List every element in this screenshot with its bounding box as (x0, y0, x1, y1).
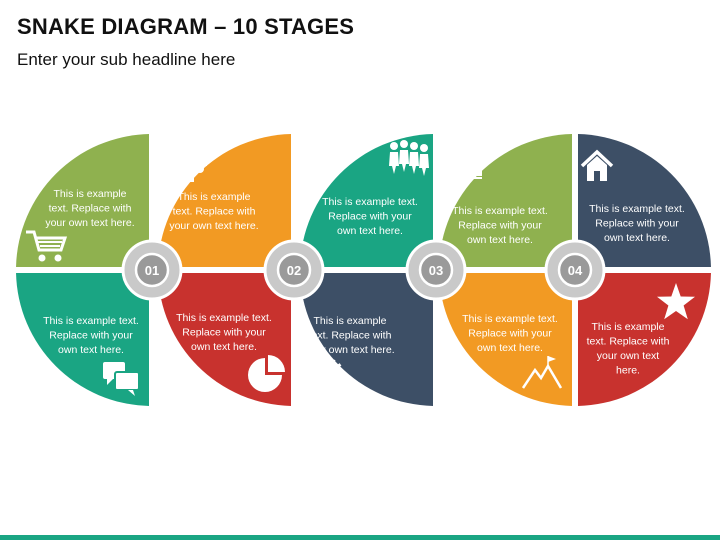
puzzle-icon (160, 150, 207, 182)
stage-hub: 01 (121, 239, 183, 301)
stage-number: 02 (287, 263, 301, 278)
stage-hub: 03 (405, 239, 467, 301)
footer-bar (0, 535, 720, 540)
seg-4-top (439, 134, 572, 267)
stage-number: 03 (429, 263, 443, 278)
page-title: SNAKE DIAGRAM – 10 STAGES (17, 14, 355, 39)
growth-chart-icon (447, 148, 482, 179)
stage-number: 04 (568, 263, 583, 278)
stage-hub: 02 (263, 239, 325, 301)
page-subtitle: Enter your sub headline here (17, 50, 236, 69)
chat-bubbles-icon (103, 362, 140, 396)
mountain-flag-icon (521, 356, 563, 389)
seg-2-top-left (158, 134, 291, 267)
seg-4-bottom (439, 273, 572, 406)
pie-chart-icon (248, 355, 285, 392)
gears-icon (307, 359, 343, 397)
team-icon (389, 140, 429, 176)
seg-3-bottom (300, 273, 433, 406)
shopping-cart-icon (26, 230, 68, 262)
seg-3-top (300, 134, 433, 267)
seg-1-top-left (16, 134, 149, 267)
home-icon (580, 149, 614, 181)
star-icon (657, 283, 695, 320)
stage-hub: 04 (544, 239, 606, 301)
stage-number: 01 (145, 263, 159, 278)
seg-5-top (578, 134, 711, 267)
